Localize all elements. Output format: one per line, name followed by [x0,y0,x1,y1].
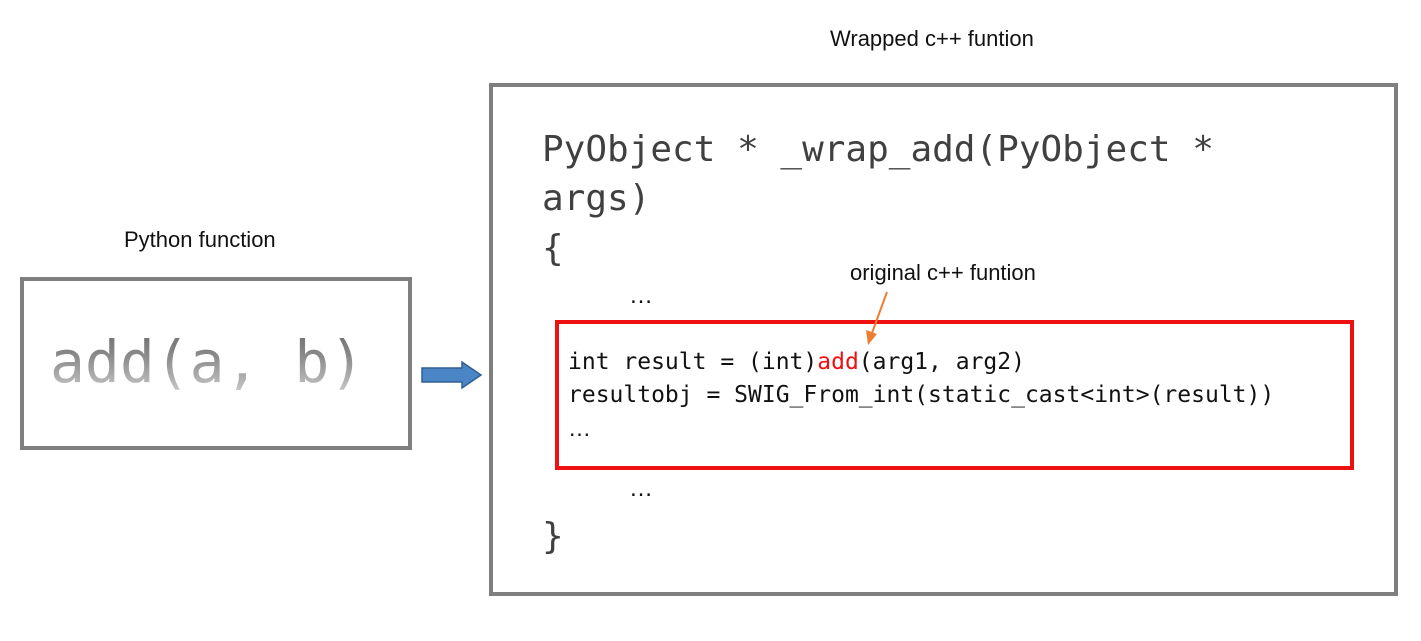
ellipsis-top: … [629,282,653,309]
close-brace: } [542,516,564,557]
wrapped-function-caption: Wrapped c++ funtion [830,26,1034,52]
open-brace: { [542,228,564,269]
original-function-highlight-box: int result = (int)add(arg1, arg2) result… [555,320,1354,470]
right-arrow-icon [421,360,483,390]
python-call-text: add(a, b) [50,328,365,396]
signature-line-1: PyObject * _wrap_add(PyObject * [542,129,1214,170]
pointer-arrow-icon [866,291,888,345]
code-line-1: int result = (int)add(arg1, arg2) [568,346,1274,379]
ellipsis-bottom: … [629,475,653,502]
signature-line-2: args) [542,178,651,219]
code-line-1-prefix: int result = (int) [568,349,818,375]
highlighted-add-call: add [817,349,859,375]
python-function-box: add(a, b) [20,277,412,450]
inner-code-block: int result = (int)add(arg1, arg2) result… [568,346,1274,445]
code-line-3: … [568,415,591,441]
code-line-2: resultobj = SWIG_From_int(static_cast<in… [568,382,1275,408]
wrapped-caption-text: Wrapped c++ funtion [830,26,1034,51]
python-function-caption: Python function [124,227,276,252]
original-function-caption: original c++ funtion [850,260,1036,285]
code-line-1-suffix: (arg1, arg2) [858,349,1025,375]
